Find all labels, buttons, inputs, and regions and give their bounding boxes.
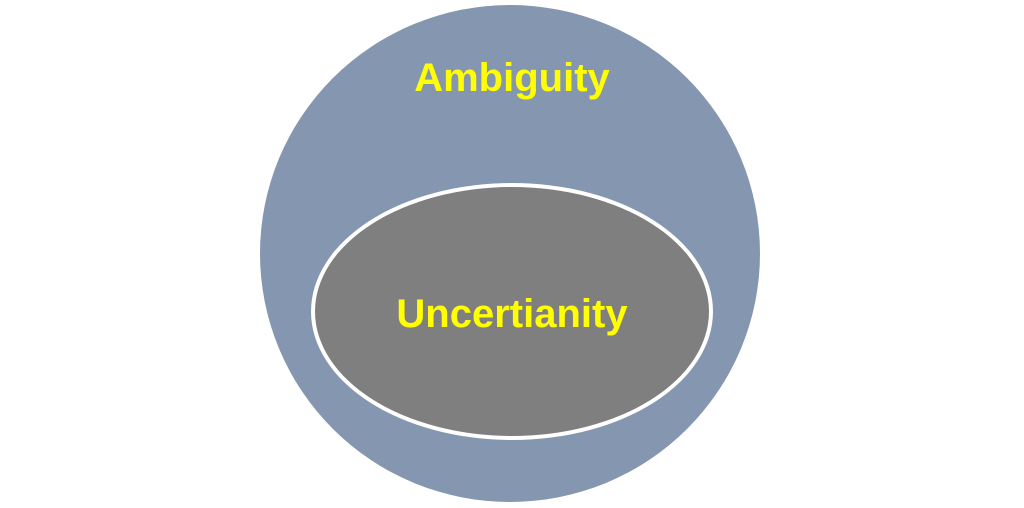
- ambiguity-label: Ambiguity: [414, 56, 610, 100]
- uncertainty-label: Uncertianity: [396, 292, 628, 336]
- uncertainty-ellipse: [311, 183, 713, 440]
